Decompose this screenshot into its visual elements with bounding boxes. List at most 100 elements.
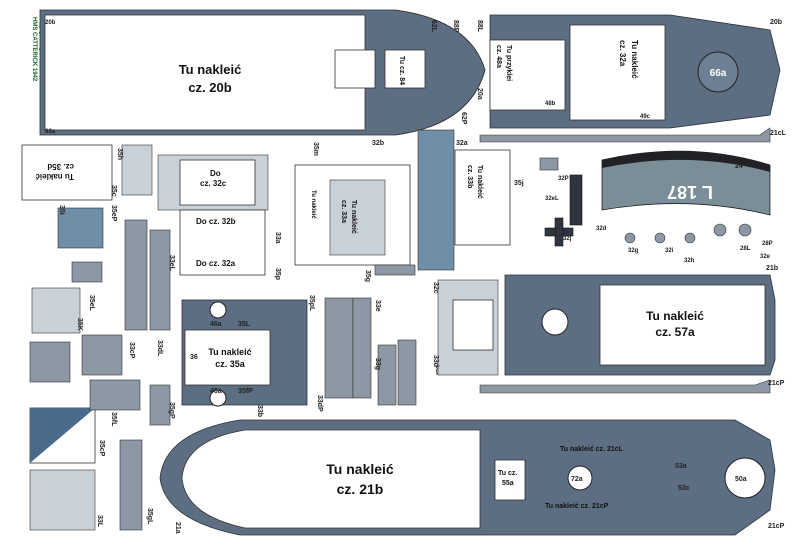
box-33a: Tu nakleić cz. 33a Tu nakleić 32b	[294, 140, 411, 266]
part-35eP: 35eP	[110, 205, 117, 222]
label-48a-1: Tu przyklei	[505, 45, 512, 81]
part-35eL: 35eL	[88, 295, 95, 312]
part-53a: 53a	[675, 463, 687, 470]
part-88L: 88L	[476, 20, 483, 33]
part-32j: 32j	[563, 236, 572, 242]
part-66a: 66a	[710, 68, 727, 79]
part-33a: 33a	[274, 232, 281, 244]
part-33dP: 33dP	[316, 395, 323, 412]
part-35fP: 35fP	[238, 388, 253, 395]
part-20b-a: 20b	[45, 20, 56, 26]
part-35i: 35i	[58, 205, 65, 215]
part-33d: 33d	[432, 355, 439, 367]
part-35fL: 35fL	[110, 412, 117, 427]
part-33L: 33L	[96, 515, 103, 528]
part-33f: 33f	[434, 365, 441, 376]
part-49c: 49c	[640, 114, 651, 120]
part-21cP-b: 21cP	[768, 523, 785, 530]
label-55a-2: 55a	[502, 480, 514, 487]
strip-21cP: 21cP	[479, 379, 785, 394]
label-33a-2: cz. 33a	[340, 200, 347, 223]
deck-part-32-top: Tu nakleić cz. 32a Tu przyklei cz. 48a 6…	[489, 14, 782, 129]
part-62P: 62P	[460, 112, 467, 125]
label-21b-1: Tu nakleić	[326, 461, 394, 477]
part-33g: 33g	[374, 358, 381, 370]
part-35p: 35p	[274, 268, 281, 280]
part-20b-b: 20b	[770, 19, 782, 26]
label-20b-line2: cz. 20b	[188, 80, 231, 95]
part-32e: 32e	[760, 254, 771, 260]
part-72a: 72a	[571, 476, 583, 483]
part-35gL: 35gL	[146, 508, 153, 525]
label-32f-1: Tu nakleić	[310, 190, 316, 220]
part-21b: 21b	[766, 265, 778, 272]
strip-21cL: 21cL	[479, 127, 787, 143]
part-48b: 48b	[545, 101, 556, 107]
part-32g: 32g	[628, 248, 639, 254]
part-83a-a: 83a	[45, 129, 56, 135]
label-32a-top-1: Tu nakleić	[630, 40, 639, 79]
label-32c-1: Do	[210, 169, 221, 178]
part-21cP-a: 21cP	[768, 380, 785, 387]
label-32b-small: Do cz. 32b	[196, 217, 236, 226]
part-33dL: 33dL	[156, 340, 163, 357]
hull-side-24: L 187 24	[601, 150, 771, 216]
part-35m: 35m	[312, 142, 319, 156]
part-35cP: 35cP	[98, 440, 105, 457]
part-53c: 53c	[678, 485, 690, 492]
part-46a-b: 46a	[210, 388, 222, 395]
part-32b: 32b	[372, 140, 384, 147]
label-35d-2: cz. 35d	[47, 162, 74, 171]
box-33d: 32c	[432, 279, 499, 376]
part-62L: 62L	[430, 20, 437, 33]
label-32a-top-2: cz. 32a	[618, 40, 627, 67]
label-35a-2: cz. 35a	[215, 359, 246, 369]
part-28L: 28L	[740, 246, 751, 252]
part-32eL: 32eL	[545, 196, 559, 202]
part-32c: 32c	[432, 282, 439, 294]
part-50a: 50a	[735, 476, 747, 483]
part-21a: 21a	[174, 522, 181, 534]
label-33b-2: cz. 33b	[466, 165, 473, 188]
left-parts: Tu nakleić cz. 35d 35h 35c 35i 35eP 35eL…	[21, 144, 175, 531]
deck-part-21b: Tu nakleić cz. 21b Tu nakleić cz. 21cL T…	[159, 419, 785, 536]
part-24: 24	[735, 163, 743, 170]
label-21b-2: cz. 21b	[337, 481, 384, 497]
part-36: 36	[190, 354, 198, 361]
credits-title: HMS CATTERICK 1942	[31, 17, 37, 82]
part-35pL: 35pL	[308, 295, 315, 312]
deck-part-35a: Tu nakleić cz. 35a 46a 46a 36 35fP 33b 3…	[181, 299, 308, 417]
part-28P: 28P	[762, 241, 773, 247]
part-33e: 33e	[374, 300, 381, 312]
part-35L: 35L	[238, 321, 251, 328]
part-32a: 32a	[456, 140, 468, 147]
label-57a-1: Tu nakleić	[646, 309, 704, 323]
small-parts-cluster: 32P 32eL 32d 32j 32i 32g 32h 28L 28P	[539, 157, 773, 264]
part-46a-a: 46a	[210, 321, 222, 328]
label-35a-1: Tu nakleić	[208, 347, 251, 357]
label-32c-2: cz. 32c	[200, 179, 227, 188]
part-88P: 88P	[452, 20, 459, 33]
label-48a-2: cz. 48a	[495, 45, 502, 68]
label-21cL-strip: Tu nakleić cz. 21cL	[560, 446, 624, 453]
part-32P: 32P	[558, 176, 569, 182]
label-33a-1: Tu nakleić	[350, 200, 357, 234]
part-35K: 35K	[76, 318, 83, 331]
part-35c: 35c	[110, 185, 117, 197]
part-35gP: 35gP	[168, 402, 175, 419]
label-32a-small: Do cz. 32a	[196, 259, 236, 268]
part-35j: 35j	[514, 180, 524, 187]
label-33b-1: Tu nakleić	[476, 165, 483, 199]
box-32a-strip: Tu nakleić cz. 33b 32a 35j	[417, 129, 524, 271]
deck-part-20b: Tu nakleić cz. 20b Tu cz. 84 20b 83a 20a…	[39, 9, 486, 136]
label-35d-1: Tu nakleić	[35, 172, 74, 181]
part-32i: 32i	[665, 248, 674, 254]
part-33b: 33b	[256, 405, 263, 417]
label-55a-1: Tu cz.	[498, 470, 517, 477]
part-35g: 35g	[364, 270, 371, 282]
part-21cL: 21cL	[770, 130, 787, 137]
label-57a-2: cz. 57a	[655, 325, 695, 339]
part-35h: 35h	[116, 148, 123, 160]
label-84: Tu cz. 84	[398, 56, 405, 85]
